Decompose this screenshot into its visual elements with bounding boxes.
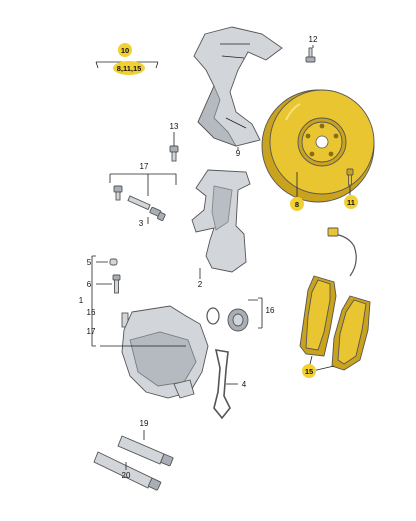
callout-9: 9 <box>236 149 241 158</box>
callout-3: 3 <box>139 219 144 228</box>
callout-11: 11 <box>347 198 355 207</box>
callout-19: 19 <box>140 419 149 428</box>
piston <box>227 308 249 332</box>
bleeder-cap-5 <box>109 258 118 266</box>
brake-disc <box>261 89 375 203</box>
callout-20: 20 <box>122 471 131 480</box>
callout-5: 5 <box>87 258 92 267</box>
bolt-11 <box>346 168 354 186</box>
callout-16-right: 16 <box>266 306 275 315</box>
retaining-spring <box>213 349 231 420</box>
callouts: 10 8,11,15 12 9 13 17 3 8 11 2 5 6 1 16 … <box>79 35 358 480</box>
callout-16-left: 16 <box>87 308 96 317</box>
callout-6: 6 <box>87 280 92 289</box>
callout-2: 2 <box>198 280 203 289</box>
caliper-housing <box>121 305 209 399</box>
callout-17-top: 17 <box>140 162 149 171</box>
callout-8-11-15: 8,11,15 <box>117 64 142 73</box>
callout-13: 13 <box>170 122 179 131</box>
callout-8: 8 <box>295 200 299 209</box>
callout-10: 10 <box>121 46 129 55</box>
grease-tube-19 <box>117 435 174 467</box>
brake-pads <box>299 227 371 371</box>
callout-1: 1 <box>79 296 84 305</box>
piston-seal <box>206 307 220 325</box>
dust-shield <box>193 26 283 147</box>
grease-tube-20 <box>93 451 162 491</box>
callout-12: 12 <box>309 35 318 44</box>
bleeder-screw-6 <box>112 274 121 294</box>
caliper-carrier <box>191 169 251 273</box>
callout-15: 15 <box>305 367 313 376</box>
leader-lines <box>91 45 351 470</box>
bolt-12 <box>305 47 316 63</box>
bolt-13 <box>169 145 179 162</box>
callout-4: 4 <box>242 380 247 389</box>
callout-17-left: 17 <box>87 327 96 336</box>
guide-pins <box>113 185 166 221</box>
